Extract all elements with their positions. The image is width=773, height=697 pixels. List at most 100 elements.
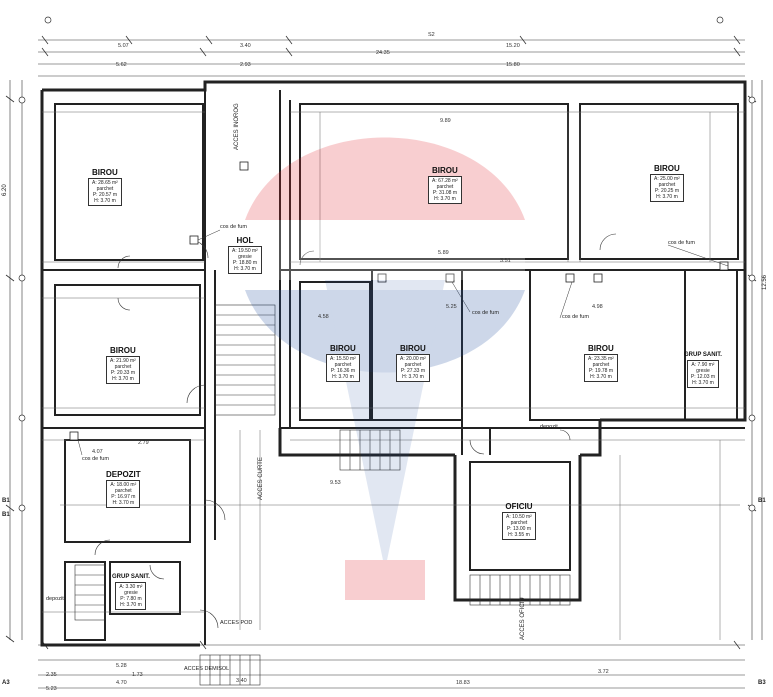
room-info-box: A: 19.50 m² gresie P: 18.80 m H: 3.70 m [228, 246, 262, 274]
room-floor: parchet [334, 362, 352, 368]
acces-pod-label: ACCES POD [220, 620, 253, 626]
room-name: BIROU [432, 166, 458, 175]
dim-mid-279: 2.79 [138, 440, 149, 446]
room-perimeter: P: 19.78 m [588, 368, 614, 374]
room-area: A: 21.90 m² [110, 358, 136, 364]
depozit-small-label: depozit [540, 424, 558, 430]
room-floor: parchet [510, 520, 528, 526]
room-name: OFICIU [505, 502, 533, 511]
dim-mid-458: 4.58 [318, 314, 329, 320]
room-name: DEPOZIT [106, 470, 141, 479]
room-floor: parchet [592, 362, 610, 368]
room-info-box: A: 25.00 m² parchet P: 20.25 m H: 3.70 m [650, 174, 684, 202]
dim-mid-351: 3.51 [500, 258, 511, 264]
room-name: BIROU [588, 344, 614, 353]
room-birou-4: BIROU A: 21.90 m² parchet P: 20.33 m H: … [106, 346, 140, 385]
cos-de-fum-label: cos de fum [668, 240, 695, 246]
room-birou-1: BIROU A: 28.65 m² parchet P: 20.57 m H: … [88, 168, 122, 207]
room-floor: parchet [96, 186, 114, 192]
inner-walls [42, 90, 745, 645]
room-height: H: 3.70 m [692, 380, 714, 386]
room-floor: gresie [696, 368, 710, 374]
room-depozit: DEPOZIT A: 18.00 m² parchet P: 16.97 m H… [106, 470, 141, 509]
room-area: A: 20.00 m² [400, 356, 426, 362]
room-birou-3: BIROU A: 25.00 m² parchet P: 20.25 m H: … [650, 164, 684, 203]
axis-label: B3 [758, 680, 766, 686]
room-height: H: 3.55 m [508, 532, 530, 538]
room-oficiu: OFICIU A: 10.50 m² parchet P: 13.00 m H:… [502, 502, 536, 541]
room-grup-sanitar-1: GRUP SANIT. A: 7.90 m² gresie P: 12.03 m… [684, 350, 722, 389]
room-birou-6: BIROU A: 20.00 m² parchet P: 27.33 m H: … [396, 344, 430, 383]
room-info-box: A: 18.00 m² parchet P: 16.97 m H: 3.70 m [106, 480, 141, 508]
room-area: A: 28.65 m² [92, 180, 118, 186]
room-height: H: 3.70 m [590, 374, 612, 380]
room-height: H: 3.70 m [112, 500, 135, 506]
dim-top-mid: 3.40 [240, 43, 251, 49]
dim-top-left: 5.07 [118, 43, 129, 49]
cos-de-fum-label: cos de fum [220, 224, 247, 230]
axis-label: B1 [758, 498, 766, 504]
room-perimeter: P: 31.08 m [432, 190, 458, 196]
room-info-box: A: 67.28 m² parchet P: 31.08 m H: 3.70 m [428, 176, 462, 204]
dim-top-total: 24.35 [376, 50, 390, 56]
room-height: H: 3.70 m [656, 194, 678, 200]
room-perimeter: P: 20.25 m [654, 188, 680, 194]
watermark-logo [245, 137, 525, 600]
room-floor: gresie [124, 590, 138, 596]
room-area: A: 7.90 m² [691, 362, 715, 368]
room-name: BIROU [330, 344, 356, 353]
room-area: A: 10.50 m² [506, 514, 532, 520]
room-height: H: 3.70 m [434, 196, 456, 202]
room-floor: gresie [238, 254, 252, 260]
room-hol: HOL A: 19.50 m² gresie P: 18.80 m H: 3.7… [228, 236, 262, 275]
dim-top-row2-a: 5.62 [116, 62, 127, 68]
room-info-box: A: 28.65 m² parchet P: 20.57 m H: 3.70 m [88, 178, 122, 206]
cos-de-fum-label: cos de fum [472, 310, 499, 316]
room-perimeter: P: 16.36 m [330, 368, 356, 374]
room-perimeter: P: 27.33 m [400, 368, 426, 374]
room-floor: parchet [114, 364, 132, 370]
axis-markers [18, 16, 756, 512]
room-birou-5: BIROU A: 15.50 m² parchet P: 16.36 m H: … [326, 344, 360, 383]
room-name: GRUP SANIT. [112, 574, 150, 580]
axis-label: A3 [2, 680, 10, 686]
acces-curte-label: ACCES CURTE [258, 457, 264, 500]
room-floor: parchet [436, 184, 454, 190]
room-area: A: 25.00 m² [654, 176, 680, 182]
room-info-box: A: 3.30 m² gresie P: 7.80 m H: 3.70 m [115, 582, 147, 610]
dim-bottom-d: 3.72 [598, 669, 609, 675]
dim-mid-953: 9.53 [330, 480, 341, 486]
room-floor: parchet [404, 362, 422, 368]
leader-lines [77, 229, 729, 456]
room-perimeter: P: 20.33 m [110, 370, 136, 376]
cos-de-fum-label: cos de fum [82, 456, 109, 462]
room-height: H: 3.70 m [332, 374, 354, 380]
room-birou-2: BIROU A: 67.28 m² parchet P: 31.08 m H: … [428, 166, 462, 205]
acces-inorog-label: ACCES INOROG [234, 103, 240, 150]
room-area: A: 3.30 m² [119, 584, 143, 590]
dim-top-sub: 9.89 [440, 118, 451, 124]
room-name: GRUP SANIT. [684, 352, 722, 358]
room-info-box: A: 15.50 m² parchet P: 16.36 m H: 3.70 m [326, 354, 360, 382]
acces-oficiu-label: ACCES OFICIU [520, 597, 526, 640]
room-height: H: 3.70 m [234, 266, 256, 272]
room-info-box: A: 10.50 m² parchet P: 13.00 m H: 3.55 m [502, 512, 536, 540]
dim-mid-498: 4.98 [592, 304, 603, 310]
dim-bottom-b: 1.73 [132, 672, 143, 678]
room-info-box: A: 7.90 m² gresie P: 12.03 m H: 3.70 m [686, 360, 720, 388]
room-floor: parchet [114, 488, 132, 494]
room-name: BIROU [400, 344, 426, 353]
room-height: H: 3.70 m [120, 602, 142, 608]
axis-label: B1 [2, 498, 10, 504]
construction-lines [42, 111, 745, 640]
dim-top-row2-c: 15.80 [506, 62, 520, 68]
room-area: A: 67.28 m² [432, 178, 458, 184]
room-perimeter: P: 20.57 m [92, 192, 118, 198]
room-area: A: 19.50 m² [232, 248, 258, 254]
dim-bottom-f: 5.23 [46, 686, 57, 692]
room-name: HOL [236, 236, 254, 245]
dim-mid-525: 5.25 [446, 304, 457, 310]
room-area: A: 15.50 m² [330, 356, 356, 362]
room-height: H: 3.70 m [402, 374, 424, 380]
